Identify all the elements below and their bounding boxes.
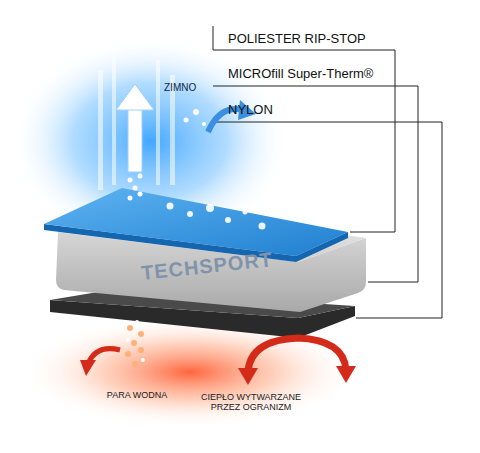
annotation-label: ZIMNO <box>164 82 208 94</box>
droplets <box>184 109 207 126</box>
watermark: TECHSPORT <box>140 241 341 285</box>
annotation-label: CIEPŁO WYTWARZANE PRZEZ OGRANIZM <box>186 392 316 413</box>
annotation-label: PARA WODNA <box>106 390 168 400</box>
cold-streaks <box>98 55 175 190</box>
layer-label: MICROfill Super-Therm® <box>228 67 398 82</box>
layer-label: NYLON <box>228 103 398 118</box>
ripstop-layer <box>44 188 348 262</box>
heat-arrows <box>80 338 356 385</box>
layer-label: POLIESTER RIP-STOP <box>228 32 398 47</box>
vapour-arrow <box>116 84 154 172</box>
